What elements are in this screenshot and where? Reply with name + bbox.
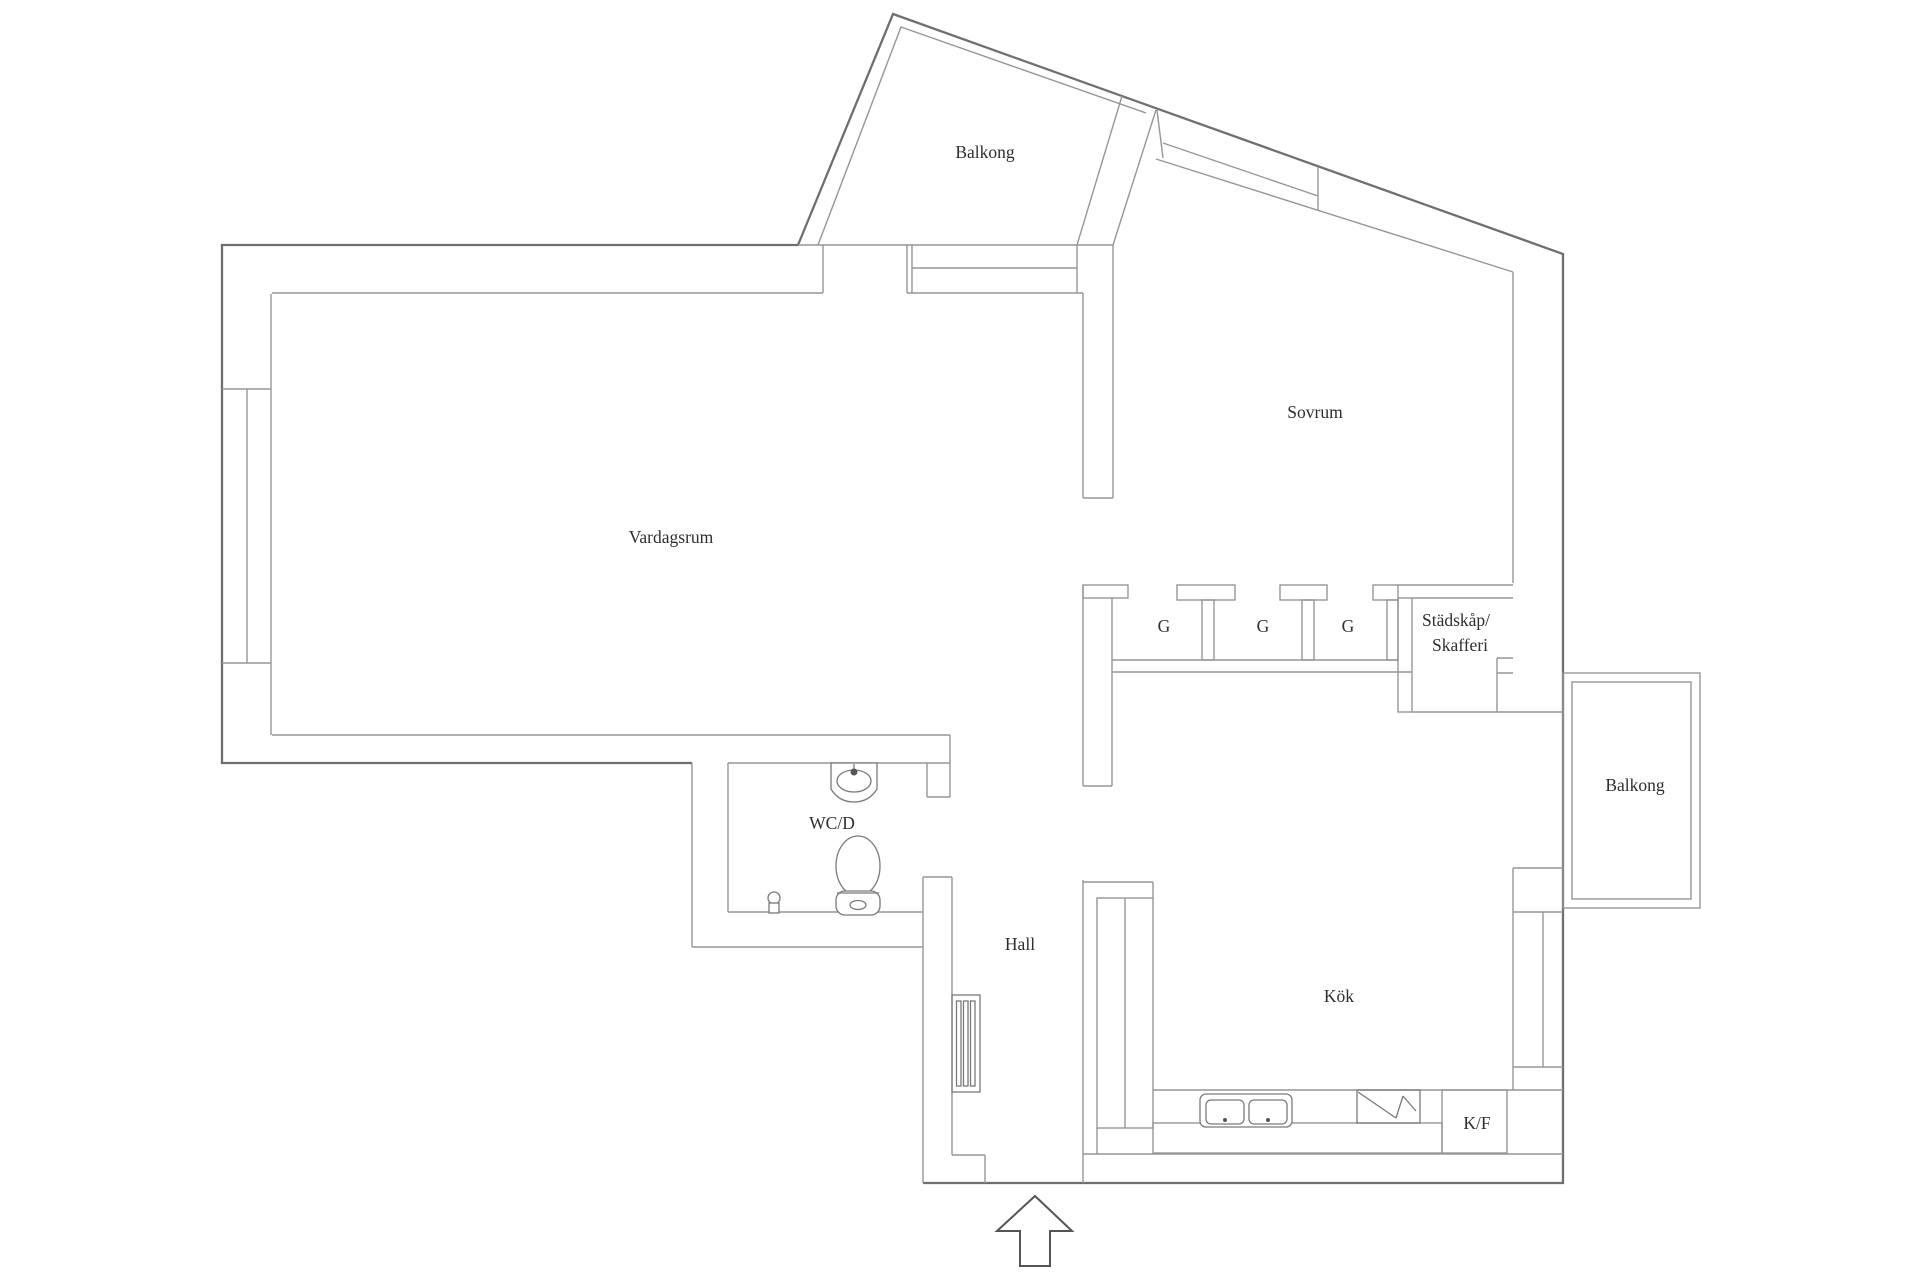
kitchen-sink-drain-right [1266,1118,1270,1122]
wc-room-walls [272,734,986,1183]
kitchen-sink-drain-left [1223,1118,1227,1122]
label-balcony-top: Balkong [955,142,1015,162]
floor-valve [767,891,781,905]
label-bedroom: Sovrum [1287,402,1343,422]
right-balcony-inner [1571,681,1692,900]
fridge-freezer-box [1441,1089,1508,1154]
closet-left-lip [1082,584,1129,599]
closet-stem-2 [1301,599,1315,661]
room-labels: Balkong Sovrum Vardagsrum G G G Städskåp… [629,142,1665,1133]
kitchen-sink-basin-right [1248,1099,1288,1125]
label-wardrobe-2: G [1257,616,1270,636]
stove-symbol [1357,1091,1417,1119]
kitchen-counter [1152,1122,1443,1154]
stove [1356,1089,1421,1124]
kitchen-left-wall [1082,880,1154,1183]
bedroom-diagonal-inner [1155,109,1514,583]
radiator-slat-3 [969,1000,976,1087]
label-kitchen: Kök [1324,986,1354,1006]
closet-cap-3 [1372,584,1399,601]
outer-boundary [220,12,1565,1185]
balcony-window [911,245,1078,293]
toilet-seat [835,890,881,916]
hall-fixtures [951,994,981,1093]
left-window [222,294,272,735]
kitchen-right-wall [1512,867,1563,1090]
floor-valve-base [768,902,780,914]
closet-cap-2 [1279,584,1328,601]
top-wall [272,244,1113,294]
toilet-drain [849,899,867,911]
kitchen-sink-unit [1199,1093,1293,1128]
radiator-slat-1 [955,1000,962,1087]
kitchen-sink-basin-left [1205,1099,1245,1125]
closet-left-wall [1082,585,1113,787]
closet-stem-3 [1386,599,1399,661]
closet-bottom-band [1112,659,1412,673]
bedroom-living-divider [1082,245,1114,499]
label-wardrobe-1: G [1158,616,1171,636]
left-window-lines [222,294,272,735]
label-wc: WC/D [809,813,855,833]
label-living-room: Vardagsrum [629,527,714,547]
exterior-walls [220,12,1565,1185]
kitchen-fixtures [1199,1089,1421,1128]
label-wardrobe-3: G [1342,616,1355,636]
wc-sink-faucet-dot [850,768,858,776]
outer-step [691,763,924,1183]
label-pantry-line1: Städskåp/ [1422,610,1490,630]
label-pantry-line2: Skafferi [1432,635,1488,655]
radiator [951,994,981,1093]
label-fridge-freezer: K/F [1463,1113,1491,1133]
radiator-slat-2 [962,1000,969,1087]
pantry-walls [1398,584,1563,713]
closet-row [1082,584,1563,787]
right-balcony-outer [1562,672,1701,909]
closet-stem-1 [1201,599,1215,661]
right-balcony [1562,672,1701,909]
label-hall: Hall [1005,934,1035,954]
top-balcony-walls [817,26,1157,246]
wc-fixtures [767,762,881,916]
entrance-arrow-icon [994,1194,1075,1267]
top-wall-inner [272,244,1113,294]
toilet-bowl [835,835,881,897]
kitchen-counter-band [1083,1089,1563,1155]
kitchen-walls [1082,867,1563,1183]
bedroom-walls [1082,109,1514,583]
closet-cap-1 [1176,584,1236,601]
balcony-side-walls [817,26,1157,246]
label-balcony-right: Balkong [1605,775,1665,795]
pantry-left-wall [1397,597,1413,713]
